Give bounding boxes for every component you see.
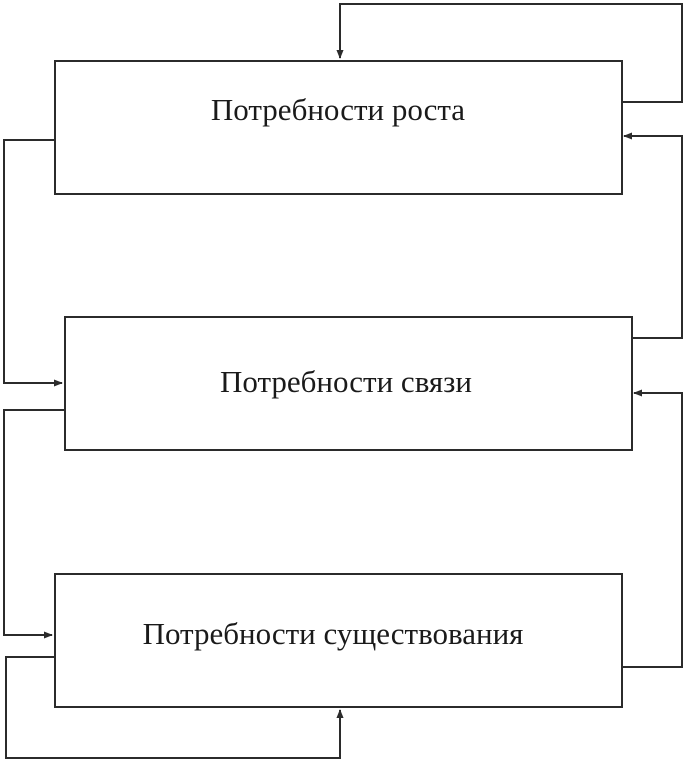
box-relatedness-label: Потребности связи: [220, 364, 472, 399]
arrow-relatedness-to-existence: [3, 409, 65, 639]
box-existence: Потребности существования: [54, 573, 623, 708]
box-growth-frame: [54, 60, 623, 195]
box-existence-label: Потребности существования: [143, 616, 524, 651]
box-relatedness-frame: [64, 316, 633, 451]
arrow-growth-to-relatedness: [3, 139, 63, 387]
arrow-growth-self-loop: [336, 3, 683, 103]
box-existence-frame: [54, 573, 623, 708]
arrow-relatedness-to-growth: [623, 132, 683, 339]
box-growth: Потребности роста: [54, 60, 623, 195]
box-relatedness: Потребности связи: [64, 316, 633, 451]
box-growth-label: Потребности роста: [211, 92, 465, 127]
arrow-existence-to-relatedness: [622, 389, 683, 668]
arrow-existence-self-loop: [5, 656, 344, 759]
